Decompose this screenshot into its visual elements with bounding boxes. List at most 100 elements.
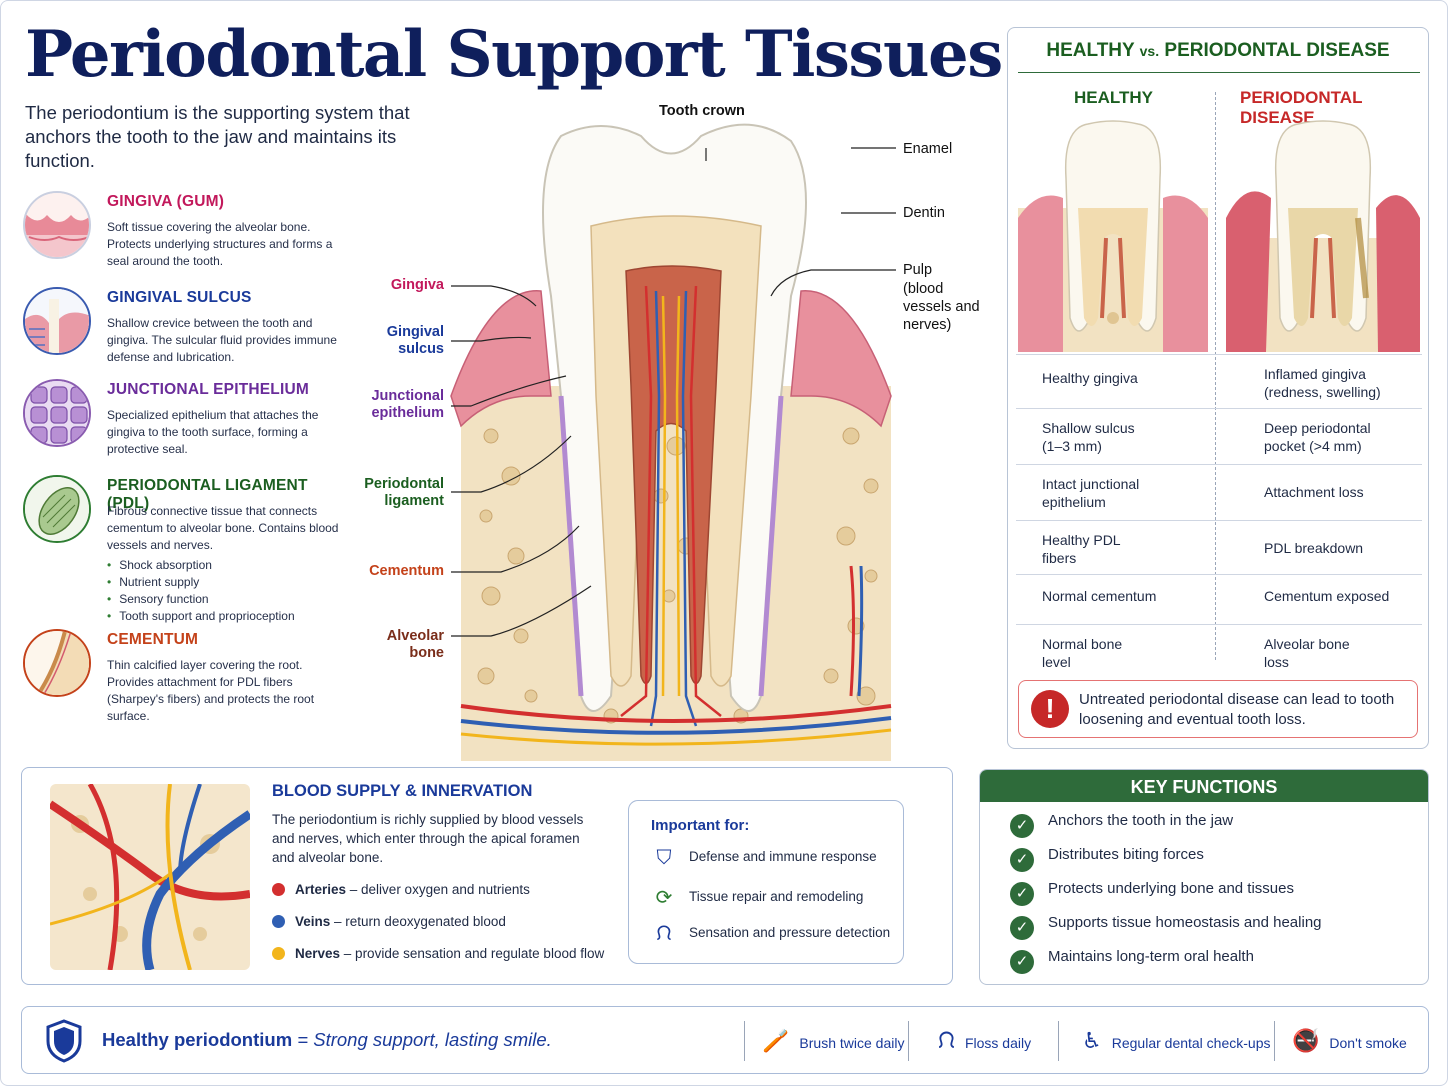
column-divider xyxy=(1215,92,1216,660)
tissue-desc: Thin calcified layer covering the root. … xyxy=(107,658,315,723)
disease-cell: Attachment loss xyxy=(1264,484,1364,500)
pdl-thumbnail-icon xyxy=(23,475,91,543)
healthy-cell: Healthy gingiva xyxy=(1042,370,1138,386)
important-title: Important for: xyxy=(651,817,750,834)
important-text: Tissue repair and remodeling xyxy=(689,889,864,904)
divider xyxy=(744,1021,745,1061)
footer-tagline: Healthy periodontium = Strong support, l… xyxy=(102,1029,552,1051)
title-vs: vs. xyxy=(1139,43,1160,59)
label-alveolar-bone: Alveolar bone xyxy=(386,628,444,661)
divider xyxy=(1274,1021,1275,1061)
legend-nerves: Nerves – provide sensation and regulate … xyxy=(272,946,604,961)
disease-cell: Inflamed gingiva (redness, swelling) xyxy=(1264,366,1381,400)
label-cementum: Cementum xyxy=(369,563,444,579)
key-functions-panel: KEY FUNCTIONS ✓ Anchors the tooth in the … xyxy=(979,769,1429,985)
legend-term: Nerves xyxy=(295,946,341,961)
title-disease: PERIODONTAL DISEASE xyxy=(1164,40,1390,61)
table-row: Healthy gingiva Inflamed gingiva (rednes… xyxy=(1016,354,1422,400)
legend-veins: Veins – return deoxygenated blood xyxy=(272,914,506,929)
list-item: Sensory function xyxy=(107,591,295,608)
page-title: Periodontal Support Tissues xyxy=(25,17,1003,92)
check-icon: ✓ xyxy=(1010,882,1034,906)
tip-floss: ᙁ Floss daily xyxy=(938,1007,1031,1075)
list-item: Shock absorption xyxy=(107,557,295,574)
epithelium-thumbnail-icon xyxy=(23,379,91,447)
important-for-box: Important for: ⛉ Defense and immune respo… xyxy=(628,800,904,964)
tooth-cross-section-diagram: Tooth crown Enamel Dentin Pulp (blood ve… xyxy=(351,96,991,761)
no-smoking-icon: 🚭 xyxy=(1292,1028,1320,1053)
pdl-function-list: Shock absorption Nutrient supply Sensory… xyxy=(107,557,295,625)
key-function-item: ✓Protects underlying bone and tissues xyxy=(1010,880,1294,906)
disease-cell: Cementum exposed xyxy=(1264,588,1390,604)
diseased-tooth-illustration xyxy=(1226,120,1420,352)
label-tooth-crown: Tooth crown xyxy=(659,103,745,119)
healthy-cell: Normal cementum xyxy=(1042,588,1157,604)
exclamation-icon: ! xyxy=(1031,690,1069,728)
disease-header: PERIODONTAL DISEASE xyxy=(1240,88,1363,127)
sulcus-thumbnail-icon xyxy=(23,287,91,355)
tip-checkups: ♿ Regular dental check-ups xyxy=(1082,1007,1271,1075)
shield-icon xyxy=(46,1019,82,1063)
intro-text: The periodontium is the supporting syste… xyxy=(25,102,410,171)
title-healthy: HEALTHY xyxy=(1046,40,1135,61)
legend-text: – return deoxygenated blood xyxy=(330,914,506,929)
tissue-name: GINGIVAL SULCUS xyxy=(107,289,252,306)
table-row: Normal bone level Alveolar bone loss xyxy=(1016,624,1422,670)
tip-text: Regular dental check-ups xyxy=(1111,1035,1271,1051)
nerve-dot xyxy=(272,947,285,960)
key-function-text: Anchors the tooth in the jaw xyxy=(1048,812,1234,829)
legend-term: Arteries xyxy=(295,882,347,897)
legend-text: – provide sensation and regulate blood f… xyxy=(340,946,605,961)
table-row: Healthy PDL fibers PDL breakdown xyxy=(1016,520,1422,566)
alert-text: Untreated periodontal disease can lead t… xyxy=(1079,691,1395,728)
healthy-tooth-illustration xyxy=(1018,120,1208,352)
label-periodontal-ligament: Periodontal ligament xyxy=(364,476,444,509)
tooth-illustration xyxy=(450,123,896,761)
healthy-header: HEALTHY xyxy=(1074,88,1154,107)
divider xyxy=(1058,1021,1059,1061)
list-item: Nutrient supply xyxy=(107,574,295,591)
disease-cell: PDL breakdown xyxy=(1264,540,1364,556)
tagline-bold: Healthy periodontium xyxy=(102,1029,293,1050)
check-icon: ✓ xyxy=(1010,916,1034,940)
label-enamel: Enamel xyxy=(903,141,953,157)
label-gingiva: Gingiva xyxy=(390,277,444,293)
warning-alert: ! Untreated periodontal disease can lead… xyxy=(1018,680,1418,738)
label-junctional-epithelium: Junctional epithelium xyxy=(371,388,444,421)
important-text: Defense and immune response xyxy=(689,849,877,864)
label-pulp-note: (blood vessels and nerves) xyxy=(903,281,980,333)
key-functions-title: KEY FUNCTIONS xyxy=(980,770,1428,802)
key-function-text: Distributes biting forces xyxy=(1048,846,1204,863)
important-text: Sensation and pressure detection xyxy=(689,925,891,940)
key-function-item: ✓ Supports tissue homeostasis and healing xyxy=(1010,914,1322,940)
tip-brush: 🪥 Brush twice daily xyxy=(762,1007,904,1075)
footer-bar: Healthy periodontium = Strong support, l… xyxy=(21,1006,1429,1074)
tissue-desc: Specialized epithelium that attaches the… xyxy=(107,408,319,456)
legend-term: Veins xyxy=(295,914,331,929)
healthy-cell: Shallow sulcus (1–3 mm) xyxy=(1042,420,1135,454)
disease-cell: Alveolar bone loss xyxy=(1264,636,1350,670)
table-row: Intact junctional epithelium Attachment … xyxy=(1016,464,1422,510)
key-function-item: ✓ Maintains long-term oral health xyxy=(1010,948,1254,974)
artery-dot xyxy=(272,883,285,896)
tissue-desc: Fibrous connective tissue that connects … xyxy=(107,504,339,552)
toothbrush-icon: 🪥 xyxy=(762,1028,790,1053)
tagline-rest: = Strong support, lasting smile. xyxy=(292,1029,552,1050)
check-icon: ✓ xyxy=(1010,950,1034,974)
vein-dot xyxy=(272,915,285,928)
blood-supply-desc: The periodontium is richly supplied by b… xyxy=(272,812,584,865)
key-function-text: Maintains long-term oral health xyxy=(1048,948,1254,965)
tissue-name: CEMENTUM xyxy=(107,631,199,648)
dental-chair-icon: ♿ xyxy=(1082,1028,1102,1053)
table-row: Normal cementum Cementum exposed xyxy=(1016,574,1422,604)
tip-text: Floss daily xyxy=(964,1035,1032,1051)
floss-icon: ᙁ xyxy=(938,1028,955,1053)
divider xyxy=(908,1021,909,1061)
tip-text: Brush twice daily xyxy=(799,1035,905,1051)
key-function-text: Supports tissue homeostasis and healing xyxy=(1048,914,1322,931)
check-icon: ✓ xyxy=(1010,814,1034,838)
shield-icon: ⛉ xyxy=(656,847,672,869)
tissue-desc: Shallow crevice between the tooth and gi… xyxy=(107,316,337,364)
